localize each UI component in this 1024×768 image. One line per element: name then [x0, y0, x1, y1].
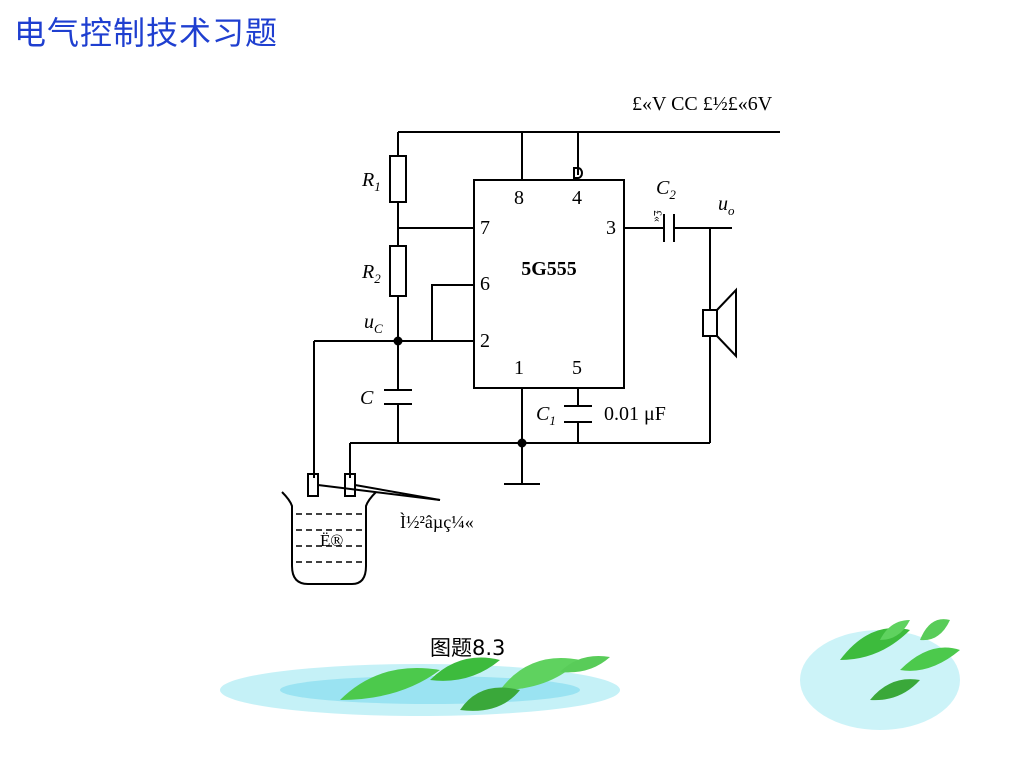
leaf-decoration-right	[800, 619, 960, 730]
ic-555-chip	[473, 179, 625, 389]
capacitor-c2	[663, 214, 675, 242]
pin-1: 1	[514, 357, 524, 379]
pin-3: 3	[606, 217, 616, 239]
slide-title: 电气控制技术习题	[14, 14, 279, 52]
wiring	[313, 131, 780, 485]
uc-label: uC	[364, 311, 383, 336]
chip-label: 5G555	[521, 258, 577, 280]
pin-8: 8	[514, 187, 524, 209]
c2-polarity-garbled: £«	[651, 210, 665, 222]
pin-5: 5	[572, 357, 582, 379]
c2-label: C2	[656, 177, 676, 202]
pin-4: 4	[572, 187, 582, 209]
resistor-r1	[389, 155, 407, 203]
c1-label: C1	[536, 403, 556, 428]
probe-electrodes	[307, 473, 441, 501]
leaf-decoration-left	[220, 656, 620, 716]
pin4-bubble	[573, 167, 583, 179]
pin-7: 7	[480, 217, 490, 239]
probe-label: Ì½²âµç¼«	[400, 511, 474, 532]
pin-6: 6	[480, 273, 490, 295]
capacitor-c1	[564, 405, 592, 423]
capacitor-c	[384, 389, 412, 405]
junction-node-uc	[393, 336, 403, 346]
beaker-label: Ë®	[320, 531, 343, 550]
pin-2: 2	[480, 330, 490, 352]
resistor-r2	[389, 245, 407, 297]
uo-label: uo	[718, 193, 735, 218]
speaker-icon	[702, 287, 737, 359]
r2-label: R2	[361, 261, 381, 286]
r1-label: R1	[361, 169, 381, 194]
supply-label: £«V CC £½£«6V	[632, 93, 773, 115]
c-label: C	[360, 387, 374, 409]
junction-node-ground	[517, 438, 527, 448]
beaker-icon	[281, 491, 377, 585]
c1-value: 0.01 μF	[604, 403, 666, 425]
figure-caption: 图题8.3	[430, 636, 506, 660]
